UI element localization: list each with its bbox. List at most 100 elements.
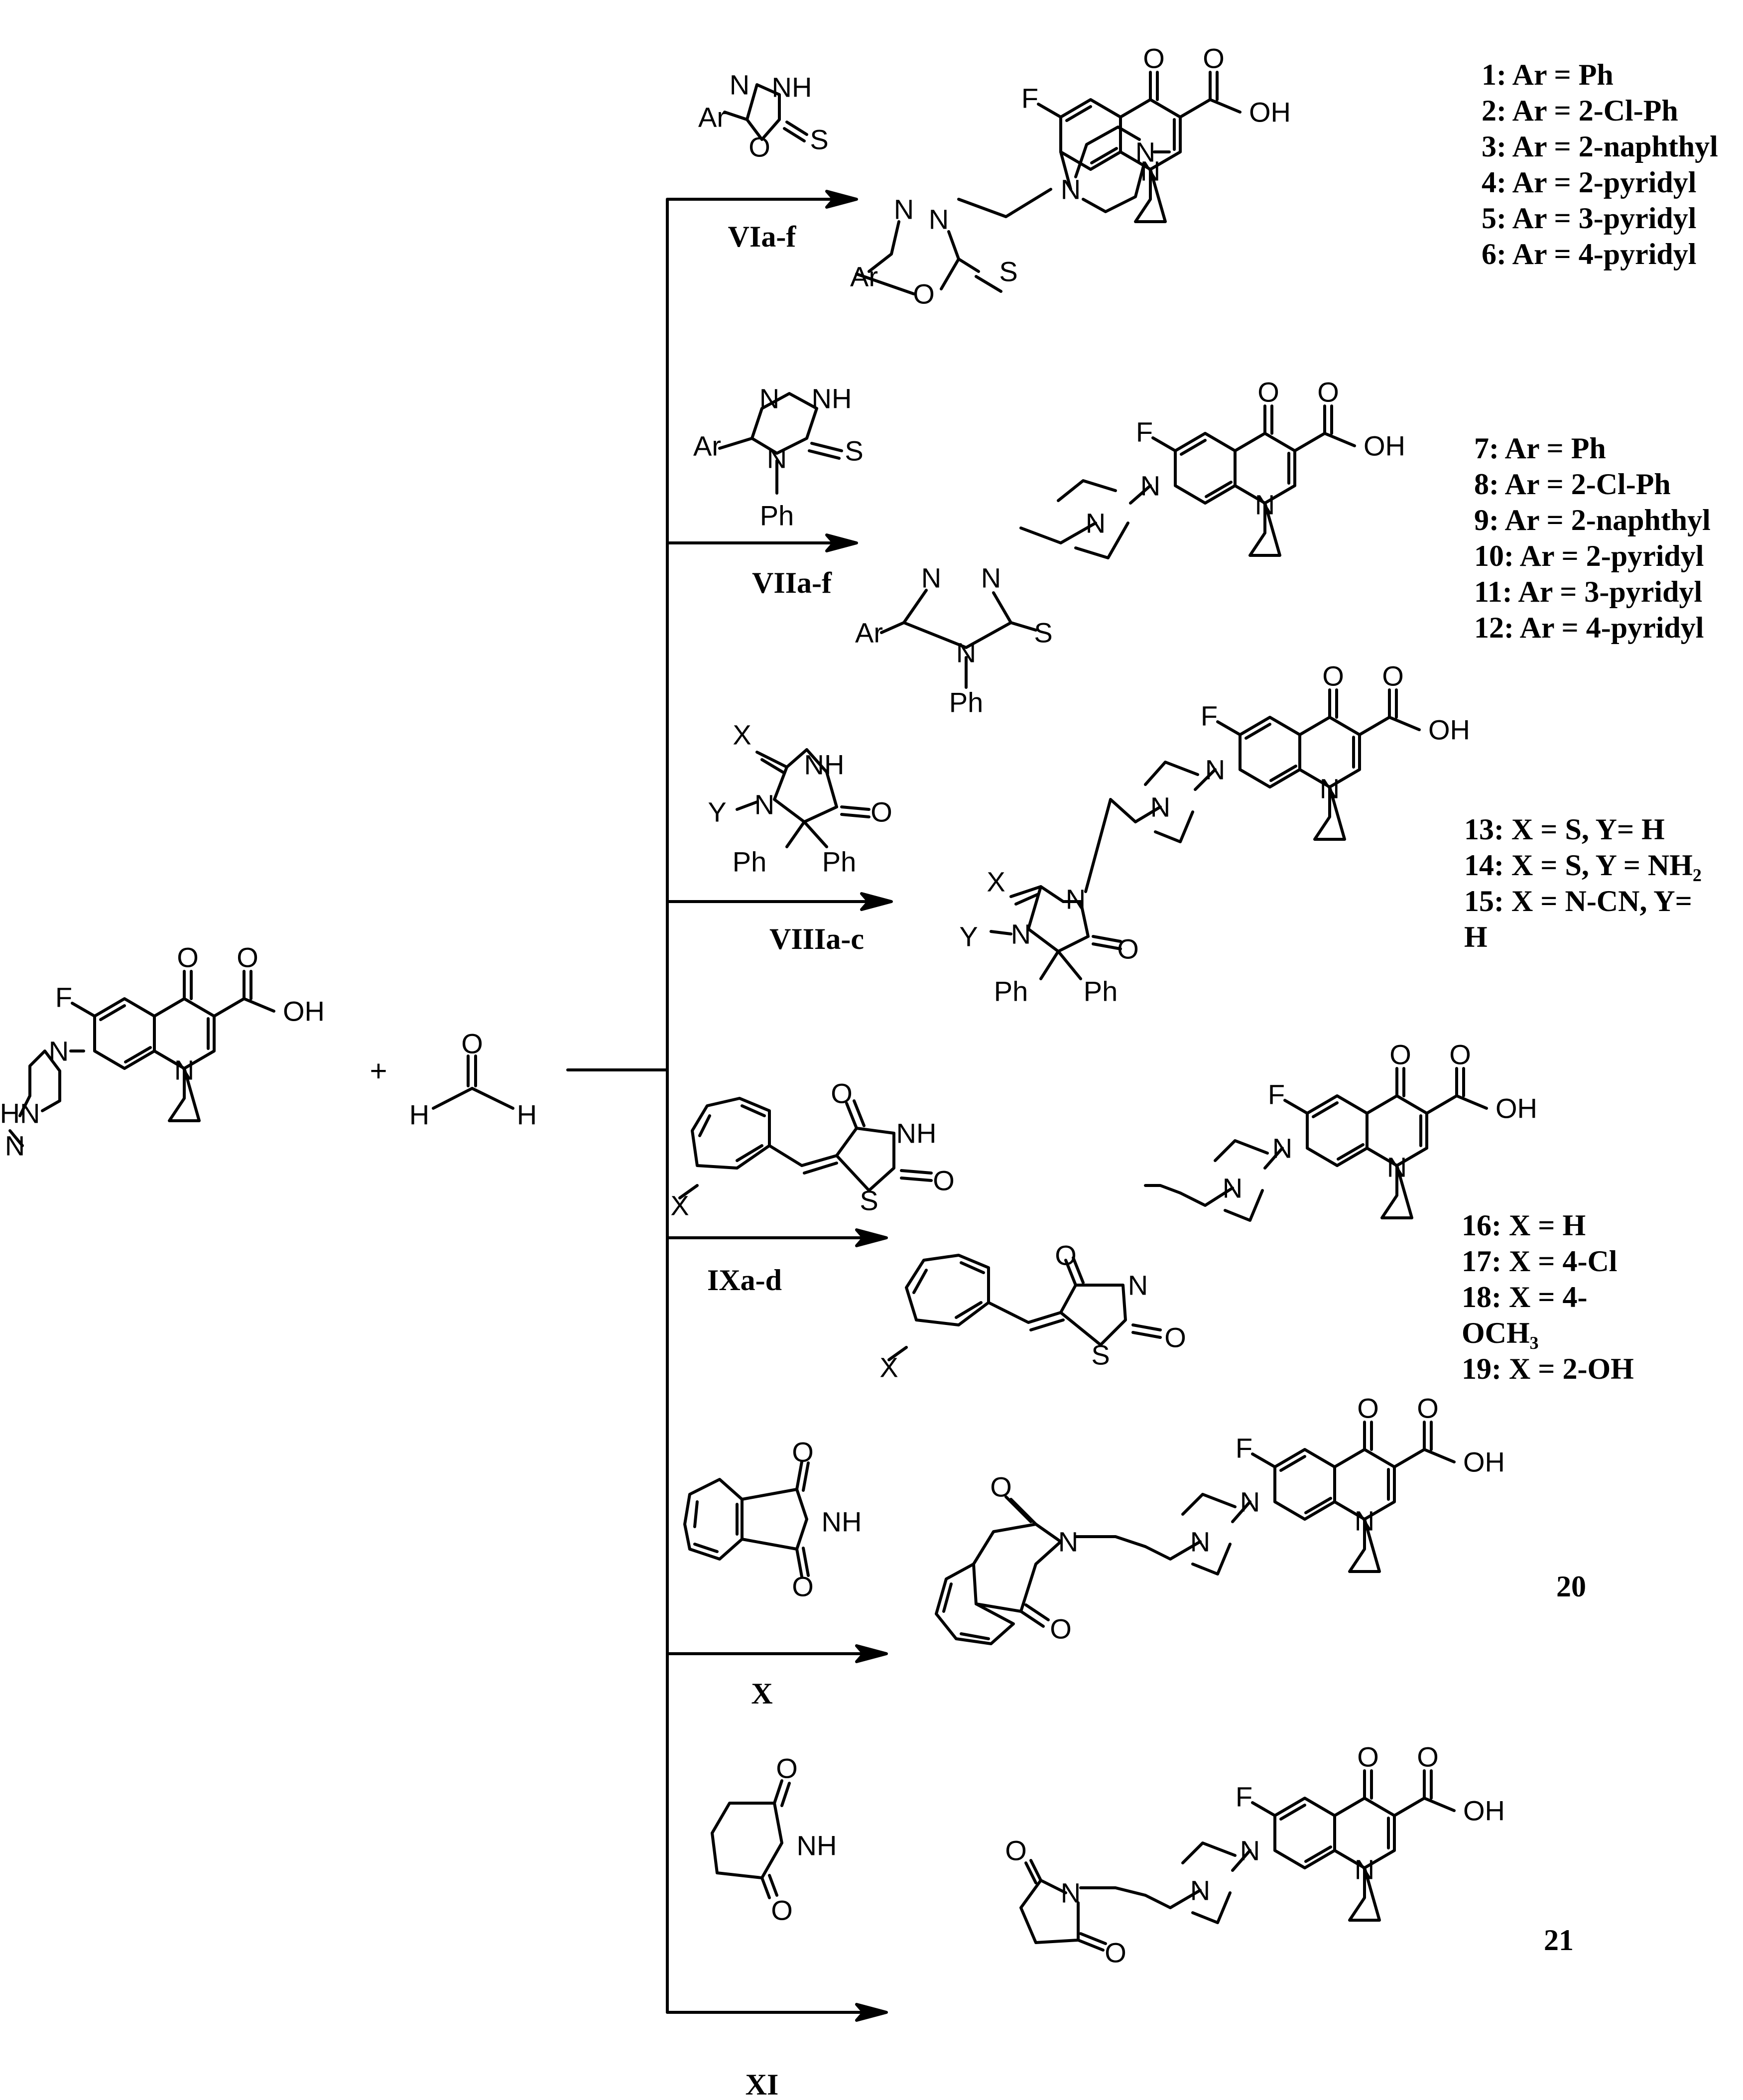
tzd-nh: NH [896, 1118, 937, 1149]
bond [718, 392, 818, 455]
bond [1004, 1495, 1037, 1526]
plus-sign: + [370, 1054, 387, 1088]
bond [808, 442, 843, 460]
bond [698, 1104, 766, 1162]
piperazine-nh: HN [0, 1098, 40, 1129]
bond [28, 1050, 61, 1112]
bond [840, 805, 871, 818]
bond [942, 1582, 990, 1640]
tzd-nitrogen: N [1128, 1270, 1148, 1301]
bond [987, 1301, 1065, 1331]
hydantoin-o: O [1117, 933, 1139, 965]
acid-hydroxyl: OH [1364, 430, 1405, 462]
ketone-oxygen: O [1322, 660, 1344, 692]
imide-nh: NH [797, 1830, 837, 1861]
bond [683, 1478, 744, 1561]
tzd-oxygen-2: O [933, 1165, 955, 1196]
bond [868, 220, 980, 290]
bond [1074, 1535, 1147, 1548]
compound-label: 12: Ar = 4-pyridyl [1474, 611, 1704, 644]
triazole-n4: N [767, 443, 787, 474]
imide-oxygen-2: O [1050, 1613, 1072, 1645]
ketone-oxygen: O [1257, 377, 1279, 408]
bond [678, 1184, 699, 1199]
bond [1079, 1886, 1147, 1897]
arrow-head [855, 2003, 888, 2022]
compound-label: 17: X = 4-Cl [1462, 1245, 1617, 1278]
bond [1214, 1139, 1269, 1222]
bond [855, 272, 1002, 295]
bond [1077, 1932, 1107, 1952]
acid-hydroxyl: OH [1495, 1093, 1537, 1124]
compound-label: 4: Ar = 2-pyridyl [1482, 166, 1696, 199]
bond [1131, 1323, 1162, 1339]
acid-oxygen: O [1317, 377, 1339, 408]
thione-s: S [1034, 617, 1052, 649]
bond [1109, 768, 1217, 823]
aryl: Ar [698, 102, 726, 133]
ketone-oxygen: O [1357, 1741, 1379, 1773]
reagent-label-X: X [751, 1677, 772, 1710]
fluorine: F [1236, 1433, 1252, 1464]
bond [691, 1097, 771, 1170]
imide-oxygen-2: O [792, 1571, 814, 1602]
piperazine-nitrogen: N [1135, 136, 1155, 168]
bond [972, 1523, 1062, 1613]
ketone-oxygen: O [1143, 43, 1165, 74]
hydantoin-o: O [871, 796, 892, 828]
piperazine-nitrogen-2: N [5, 1130, 25, 1162]
quinolone-core-20 [1252, 1422, 1454, 1572]
compound-label: 13: X = S, Y= H [1464, 813, 1665, 846]
imide-nitrogen: N [1058, 1526, 1078, 1558]
bond [1074, 126, 1141, 178]
fluorine: F [1268, 1079, 1285, 1110]
quinolone-nitrogen: N [1255, 489, 1275, 521]
quinolone-core-7 [1153, 406, 1355, 555]
arrow-head [825, 190, 858, 209]
bond [736, 800, 828, 848]
bond-lines [8, 72, 1487, 2022]
compound-label: 7: Ar = Ph [1474, 432, 1606, 465]
arrow-head [855, 1644, 888, 1663]
imide-oxygen-2: O [1105, 1937, 1126, 1969]
compound-label: 20 [1556, 1570, 1586, 1603]
ketone-oxygen: O [177, 942, 199, 973]
compound-label: 15: X = N-CN, Y= [1464, 885, 1692, 918]
compound-label: 1: Ar = Ph [1482, 58, 1614, 91]
tzd-sulfur: S [1091, 1339, 1110, 1371]
hydrogen: H [409, 1099, 429, 1131]
bond [755, 748, 808, 775]
compound-label: H [1464, 920, 1488, 953]
bond [741, 1488, 808, 1551]
quinolone-nitrogen: N [1320, 773, 1340, 804]
fluorine: F [55, 982, 72, 1013]
oxadiazole-n: N [929, 204, 949, 235]
piperazine-nitrogen: N [1150, 791, 1170, 823]
quinolone-nitrogen: N [1355, 1854, 1374, 1885]
bond [1084, 798, 1112, 893]
bond [1057, 479, 1129, 559]
y-substituent: Y [708, 796, 726, 828]
hydantoin-nh: NH [804, 749, 845, 781]
phenyl: Ph [733, 846, 767, 878]
fluorine: F [1136, 416, 1153, 448]
oxadiazole-n: N [894, 194, 914, 225]
bond [783, 121, 808, 142]
imide-oxygen: O [1005, 1835, 1027, 1866]
bond [1064, 1256, 1085, 1287]
x-substituent: X [987, 866, 1005, 898]
reagent-label-VI: VIa-f [728, 220, 797, 253]
compound-label: 14: X = S, Y = NH₂ [1464, 849, 1702, 882]
imide-oxygen: O [990, 1471, 1012, 1503]
bond [1019, 484, 1152, 544]
bond [887, 1346, 908, 1361]
triazole-nh: NH [812, 383, 852, 414]
bond [8, 1129, 24, 1147]
acid-hydroxyl: OH [1463, 1795, 1505, 1827]
tzd-oxygen-2: O [1164, 1322, 1186, 1353]
bond [760, 1779, 791, 1899]
imide-nh: NH [822, 1506, 862, 1538]
ketone-oxygen: O [1357, 1393, 1379, 1424]
hydrogen: H [517, 1099, 537, 1131]
